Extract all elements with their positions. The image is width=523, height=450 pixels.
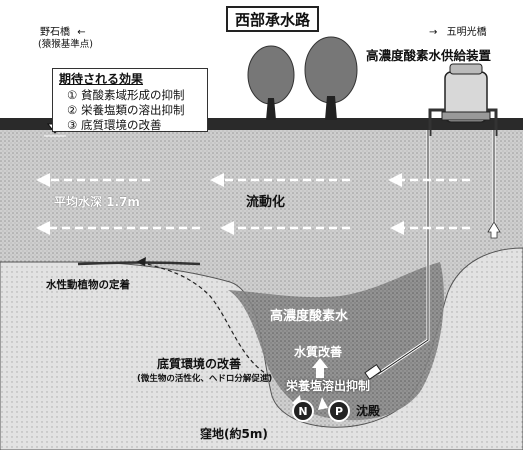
flow-label: 流動化 [246, 195, 286, 210]
page-title: 西部承水路 [226, 6, 319, 32]
oxygen-equipment [428, 63, 498, 136]
quality-up-arrow [312, 358, 328, 378]
effect-item: ③ 底質環境の改善 [67, 118, 162, 132]
sediment-sub: (微生物の活性化、ヘドロ分解促進) [137, 374, 273, 384]
water-depth-label: 平均水深 1.7m [54, 195, 140, 209]
phosphorus-label: P [334, 404, 344, 418]
effect-item: ① 貧酸素域形成の抑制 [67, 88, 185, 102]
tree-left [247, 45, 295, 120]
depression-label: 窪地(約5m) [200, 427, 268, 441]
left-arrow-icon: ← [77, 27, 86, 38]
settle-label: 沈殿 [356, 404, 381, 418]
right-location-name: 五明光橋 [446, 27, 487, 38]
nozzle [364, 364, 382, 380]
right-location: → 五明光橋 [429, 28, 487, 38]
left-location: 野石橋 ← [40, 28, 86, 38]
phosphorus-icon: P [328, 400, 350, 422]
effects-heading: 期待される効果 [59, 72, 144, 86]
nutrient-label: 栄養塩溶出抑制 [286, 379, 371, 393]
effects-box: 期待される効果 ① 貧酸素域形成の抑制 ② 栄養塩類の溶出抑制 ③ 底質環境の改… [52, 68, 208, 132]
flow-arrows [48, 178, 470, 230]
left-location-sub: (猿猴基準点) [38, 39, 93, 50]
right-arrow-icon: → [429, 27, 438, 38]
oxygen-water-label: 高濃度酸素水 [270, 309, 349, 324]
dispersion-arrow [139, 261, 271, 377]
equipment-label: 高濃度酸素水供給装置 [366, 48, 492, 63]
seabed [0, 247, 523, 450]
oxygen-plume [228, 262, 444, 421]
nitrogen-icon: N [292, 400, 314, 422]
plants-label: 水性動植物の定着 [46, 279, 130, 291]
left-location-name: 野石橋 [40, 27, 70, 38]
sediment-label: 底質環境の改善 [157, 357, 242, 371]
effect-item: ② 栄養塩類の溶出抑制 [67, 103, 185, 117]
nitrogen-label: N [298, 404, 308, 418]
intake-arrow [487, 221, 501, 239]
tree-right [304, 36, 358, 120]
water-quality-label: 水質改善 [294, 345, 343, 359]
